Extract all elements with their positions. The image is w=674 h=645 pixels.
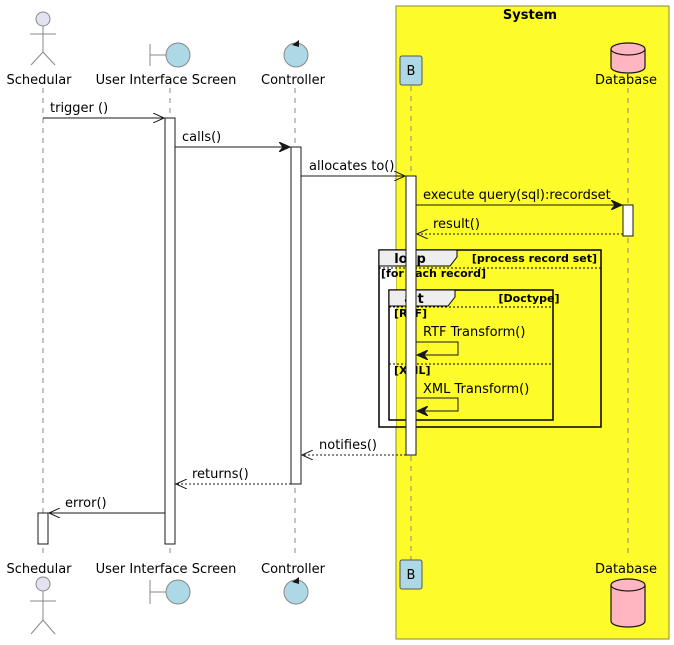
svg-text:returns(): returns() xyxy=(192,467,249,482)
participant-label-database-bottom: Database xyxy=(595,562,657,577)
svg-text:B: B xyxy=(407,568,416,583)
control-icon-bottom xyxy=(283,577,309,605)
activation-database xyxy=(622,204,634,237)
svg-text:B: B xyxy=(407,64,416,79)
participant-b-head: B xyxy=(399,55,423,86)
message-execute-query: execute query(sql):recordset xyxy=(416,188,622,205)
system-box xyxy=(395,5,670,640)
message-rtf-transform: RTF Transform() xyxy=(416,325,525,355)
svg-text:result(): result() xyxy=(433,217,480,232)
activation-b xyxy=(405,175,417,456)
svg-text:execute query(sql):recordset: execute query(sql):recordset xyxy=(423,188,611,203)
alt-frame xyxy=(388,289,554,421)
alt-condition: [Doctype] xyxy=(498,292,559,305)
participant-label-ui-bottom: User Interface Screen xyxy=(96,562,237,577)
database-icon-bottom xyxy=(610,578,646,628)
participant-label-database: Database xyxy=(595,73,657,88)
loop-frame xyxy=(378,249,602,428)
participant-label-ui: User Interface Screen xyxy=(96,73,237,88)
boundary-icon xyxy=(149,42,191,68)
participant-label-schedular: Schedular xyxy=(6,73,72,88)
loop-frame-tab xyxy=(378,249,458,267)
activation-schedular xyxy=(37,512,49,545)
boundary-icon-bottom xyxy=(149,579,191,605)
actor-icon xyxy=(30,11,56,66)
svg-text:calls(): calls() xyxy=(182,130,221,145)
participant-label-controller: Controller xyxy=(261,73,326,88)
loop-guard: [for each record] xyxy=(381,267,486,280)
message-calls: calls() xyxy=(175,130,290,147)
svg-text:RTF Transform(): RTF Transform() xyxy=(423,325,525,340)
system-box-title: System xyxy=(503,8,557,23)
loop-condition: [process record set] xyxy=(472,252,597,265)
actor-icon-bottom xyxy=(30,576,56,635)
svg-text:trigger (): trigger () xyxy=(50,101,108,116)
participant-b-head-bottom: B xyxy=(399,559,423,590)
activation-ui xyxy=(164,117,176,545)
svg-text:notifies(): notifies() xyxy=(319,438,377,453)
svg-text:error(): error() xyxy=(65,496,107,511)
message-returns: returns() xyxy=(176,467,291,484)
message-notifies: notifies() xyxy=(302,438,406,455)
database-icon xyxy=(610,42,646,74)
message-error: error() xyxy=(49,496,165,513)
message-result: result() xyxy=(417,217,623,234)
message-allocates: allocates to() xyxy=(301,159,405,176)
svg-text:allocates to(): allocates to() xyxy=(309,159,394,174)
message-trigger: trigger () xyxy=(43,101,164,118)
message-xml-transform: XML Transform() xyxy=(416,382,529,411)
svg-text:XML Transform(): XML Transform() xyxy=(423,382,529,397)
activation-controller xyxy=(290,146,302,485)
participant-label-schedular-bottom: Schedular xyxy=(6,562,72,577)
control-icon xyxy=(283,40,309,68)
participant-label-controller-bottom: Controller xyxy=(261,562,326,577)
